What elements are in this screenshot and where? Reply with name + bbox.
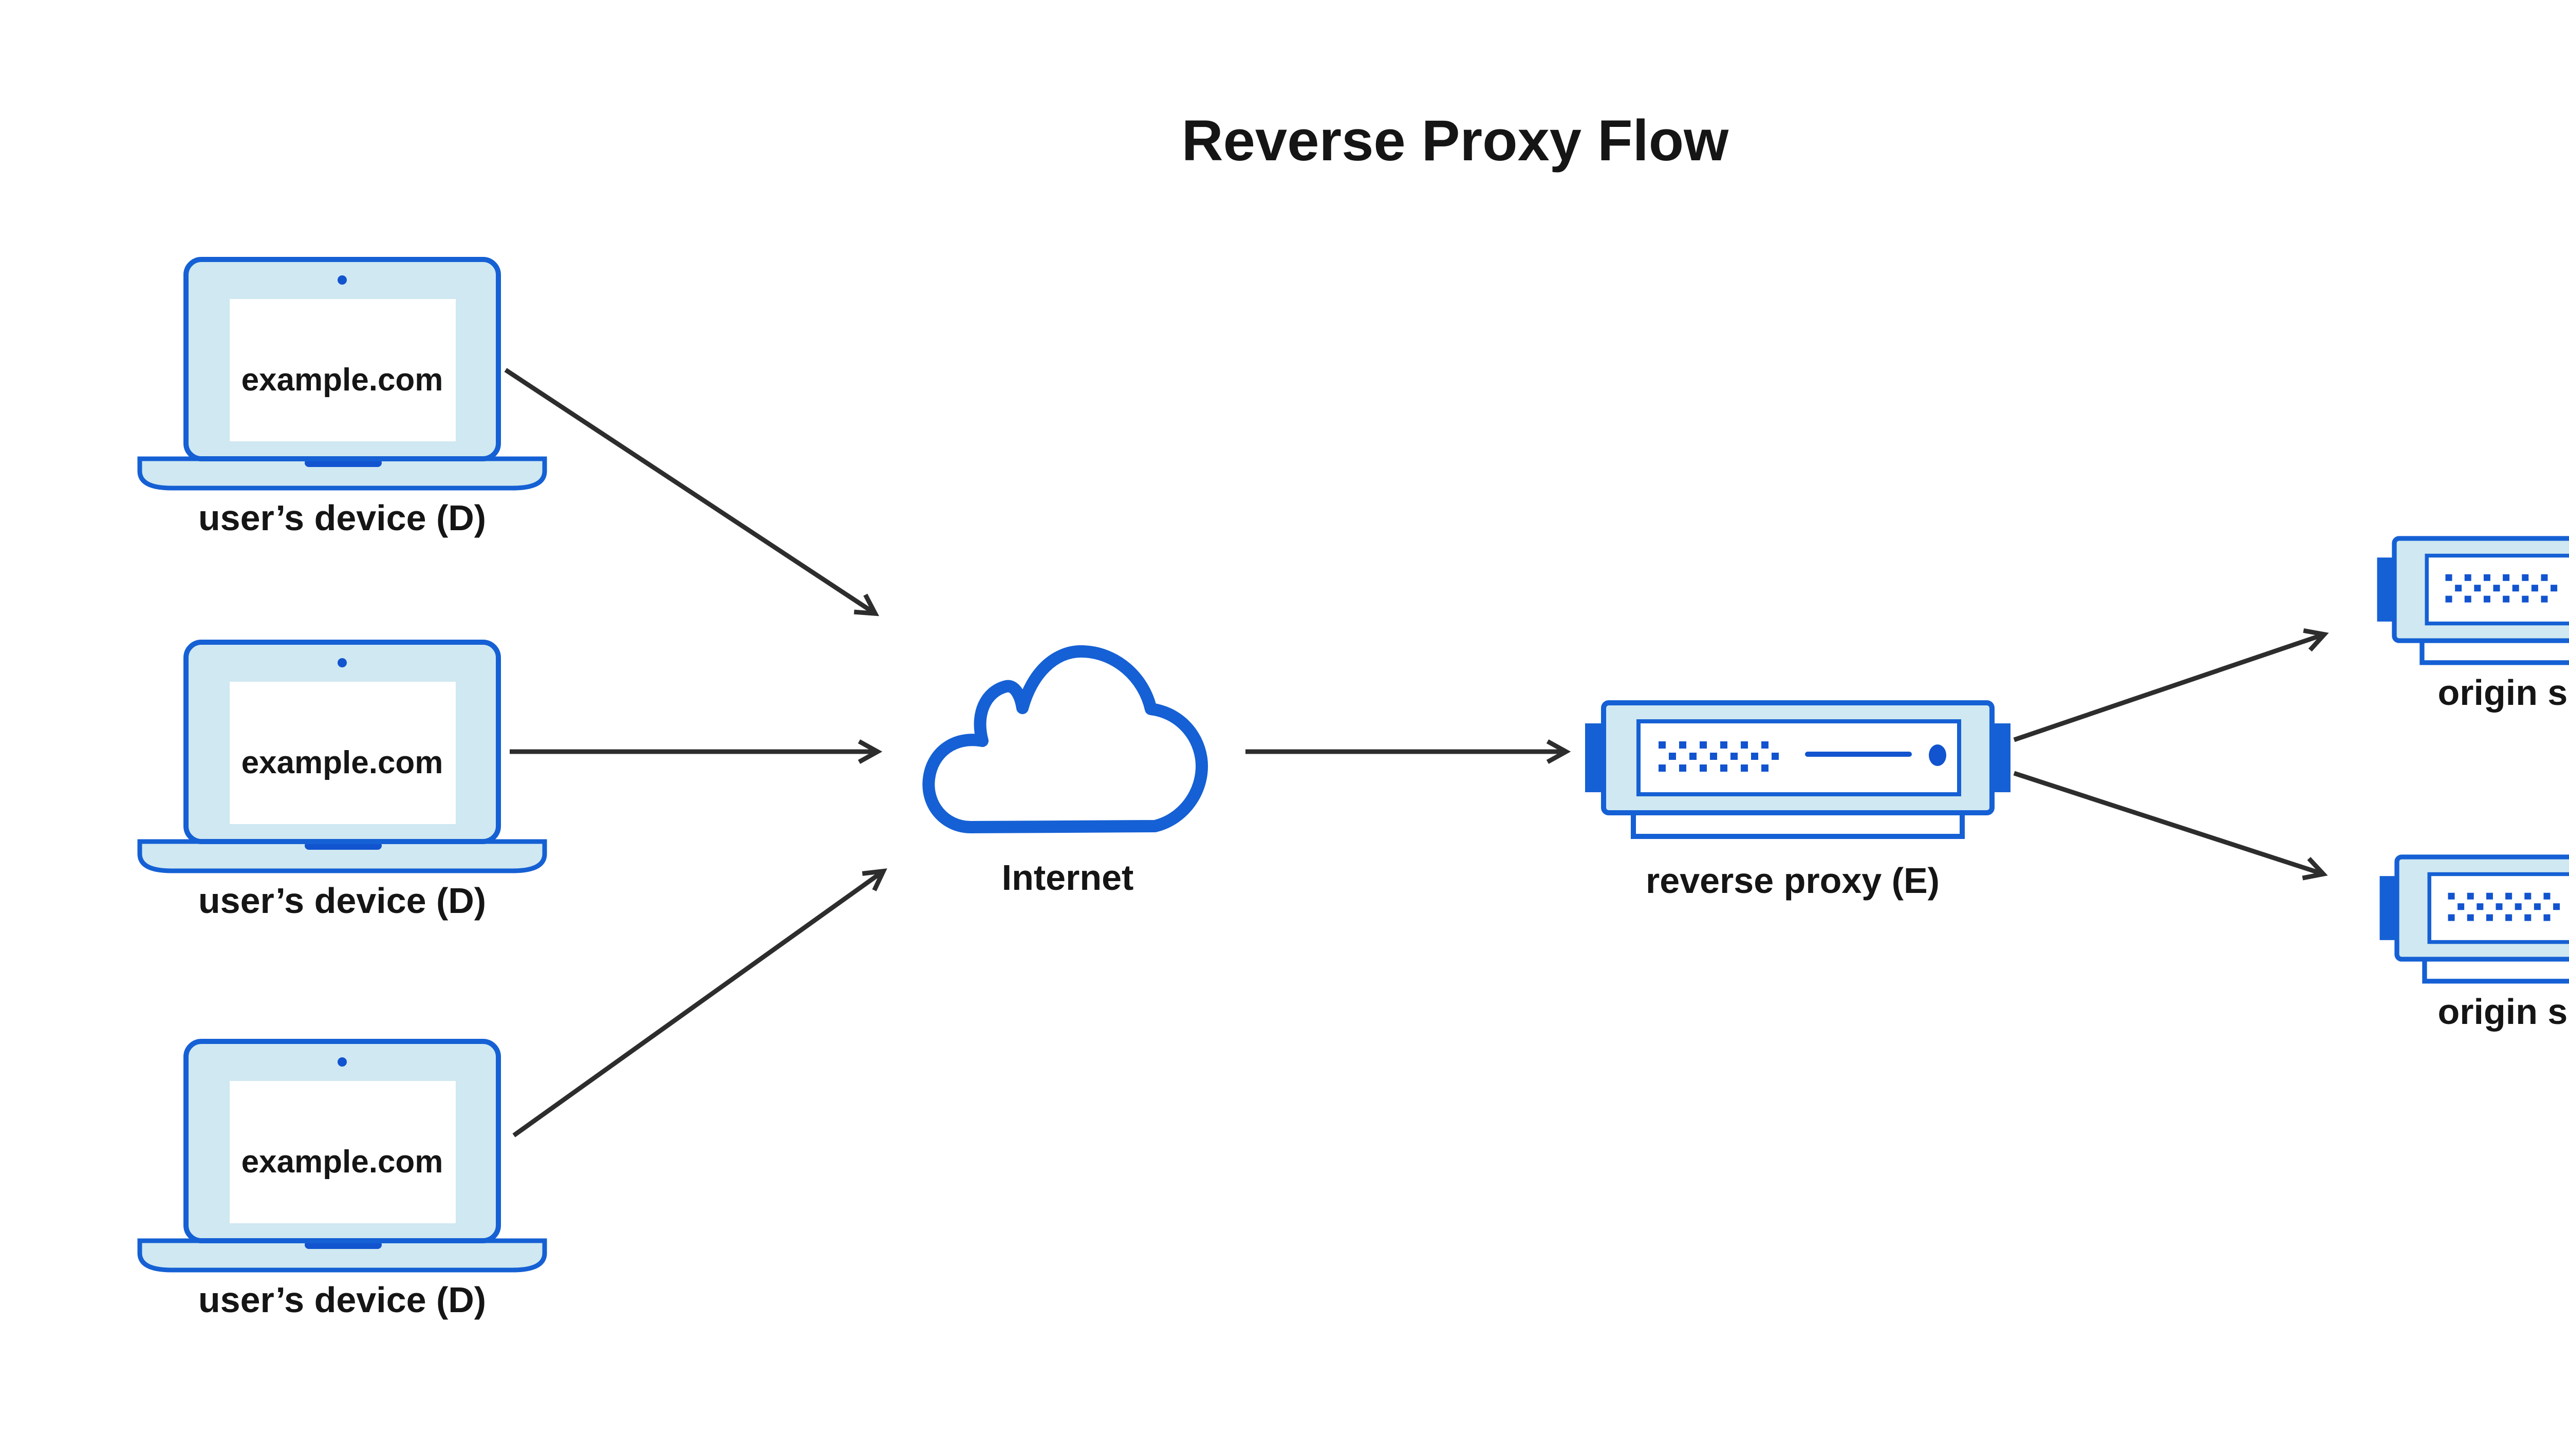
- device-screen-text: example.com: [241, 362, 443, 398]
- arrow-reverse-proxy-to-origin2: [2013, 771, 2328, 881]
- node-user-device-3: example.com user’s device (D): [140, 1041, 545, 1320]
- device-screen-text: example.com: [241, 1144, 443, 1180]
- page-title: Reverse Proxy Flow: [1182, 108, 1729, 173]
- node-user-device-1: example.com user’s device (D): [140, 259, 545, 538]
- arrow-device1-to-internet: [504, 368, 880, 617]
- server-icon: [1585, 703, 2010, 836]
- arrow-reverse-proxy-to-origin1: [2013, 628, 2329, 742]
- node-user-device-2: example.com user’s device (D): [140, 642, 545, 921]
- reverse-proxy-label: reverse proxy (E): [1646, 861, 1940, 901]
- node-origin-server-2: origin server (F): [2380, 857, 2569, 1032]
- server-icon: [2380, 857, 2569, 981]
- arrow-device3-to-internet: [512, 868, 887, 1137]
- device-label: user’s device (D): [198, 881, 486, 921]
- server-icon: [2377, 538, 2569, 663]
- device-label: user’s device (D): [198, 498, 486, 538]
- device-label: user’s device (D): [198, 1280, 486, 1320]
- device-screen-text: example.com: [241, 745, 443, 780]
- internet-label: Internet: [1002, 857, 1134, 898]
- cloud-icon: [922, 645, 1208, 833]
- flow-arrows: [504, 368, 2329, 1137]
- origin-server-label: origin server (F): [2438, 992, 2569, 1032]
- node-internet: Internet: [922, 645, 1208, 898]
- origin-server-label: origin server (F): [2438, 673, 2569, 713]
- node-reverse-proxy: reverse proxy (E): [1585, 703, 2010, 901]
- node-origin-server-1: origin server (F): [2377, 538, 2569, 713]
